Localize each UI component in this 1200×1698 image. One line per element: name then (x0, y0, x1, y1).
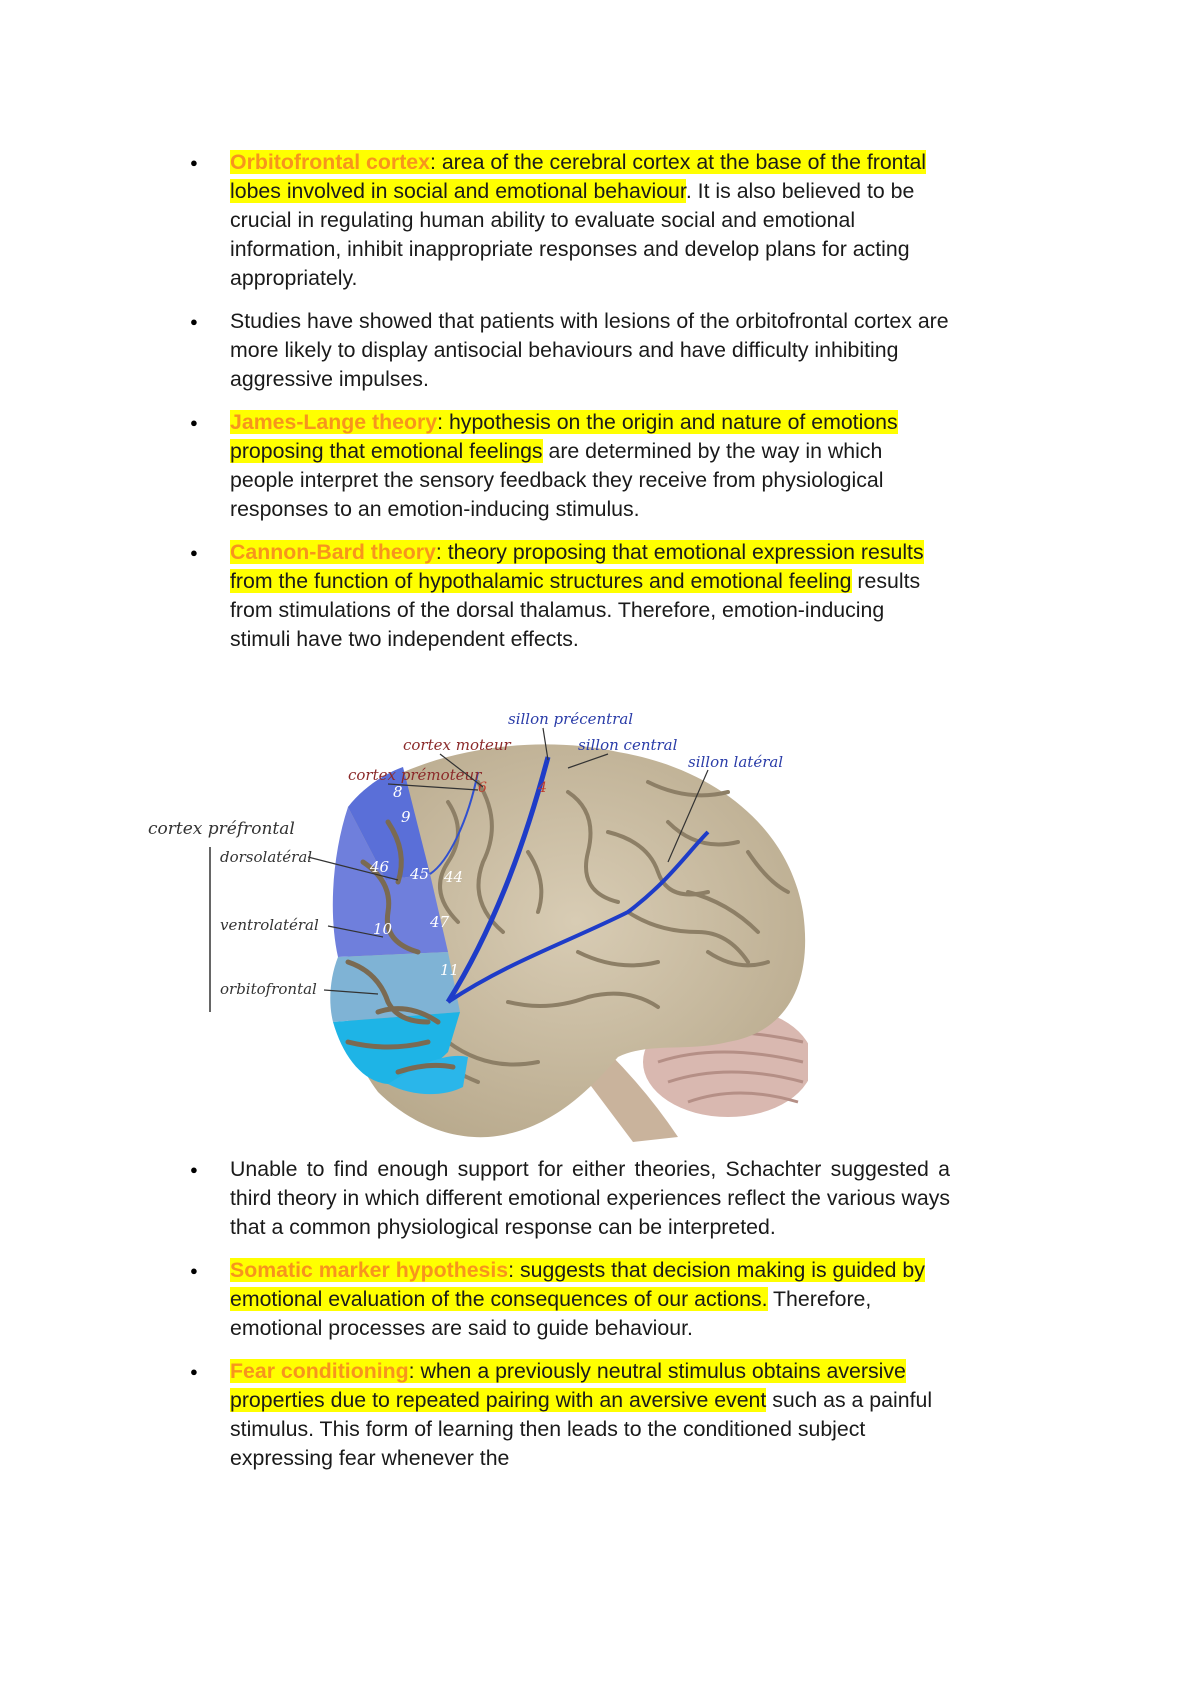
label-cortex-moteur: cortex moteur (403, 736, 512, 754)
figure-labels: sillon précentral cortex moteur sillon c… (148, 712, 783, 998)
list-item-orbitofrontal: Orbitofrontal cortex: area of the cerebr… (190, 148, 950, 293)
area-numbers: 8 9 46 45 44 47 10 11 (369, 783, 463, 979)
area-8-label: 8 (393, 783, 403, 801)
area-46-label: 46 (369, 858, 390, 876)
area-45-label: 45 (409, 865, 429, 883)
list-item-james-lange: James-Lange theory: hypothesis on the or… (190, 408, 950, 524)
label-orbitofrontal: orbitofrontal (220, 980, 317, 998)
precentral-sulcus (429, 771, 479, 875)
cerebrum-shape (346, 744, 806, 1138)
cerebellum-fold (657, 1050, 804, 1064)
notes-list-bottom: Unable to find enough support for either… (190, 1155, 950, 1487)
area-47-label: 47 (429, 913, 450, 931)
definition-rest: results from stimulations of the dorsal … (230, 569, 921, 651)
list-item-cannon-bard: Cannon-Bard theory: theory proposing tha… (190, 538, 950, 654)
area-44-label: 44 (443, 868, 463, 886)
list-item-somatic-marker: Somatic marker hypothesis: suggests that… (190, 1256, 950, 1343)
leader-lines (307, 727, 709, 995)
paragraph-text: Studies have showed that patients with l… (230, 309, 949, 391)
definition-rest: . It is also believed to be crucial in r… (230, 179, 915, 290)
label-cortex-prefrontal: cortex préfrontal (148, 819, 295, 839)
central-sulcus (445, 756, 551, 1004)
label-sillon-precentral: sillon précentral (508, 712, 633, 728)
label-sillon-central: sillon central (578, 736, 678, 754)
definition-rest: such as a painful stimulus. This form of… (230, 1388, 933, 1470)
frontal-gyri (345, 819, 456, 1075)
lateral-sulcus (446, 830, 710, 1004)
term-james-lange-theory: James-Lange theory (230, 410, 438, 434)
paragraph-text: Unable to find enough support for either… (230, 1157, 950, 1239)
area-4-label: 4 (537, 780, 547, 796)
area-9-label: 9 (401, 808, 411, 826)
term-somatic-marker-hypothesis: Somatic marker hypothesis (230, 1258, 509, 1282)
cerebellum-fold (667, 1070, 804, 1084)
brain-diagram-figure: 8 9 46 45 44 47 10 11 6 4 sillon précent… (148, 712, 808, 1142)
area-11-label: 11 (440, 961, 459, 979)
brain-diagram: 8 9 46 45 44 47 10 11 6 4 sillon précent… (148, 712, 808, 1142)
definition-rest: Therefore, emotional processes are said … (230, 1287, 872, 1340)
region-dorsolateral (332, 807, 448, 957)
list-item-fear-conditioning: Fear conditioning: when a previously neu… (190, 1357, 950, 1473)
label-ventrolateral: ventrolatéral (220, 916, 319, 934)
list-item-studies: Studies have showed that patients with l… (190, 307, 950, 394)
motor-area-numbers: 6 4 (478, 780, 547, 796)
label-dorsolateral: dorsolatéral (220, 848, 312, 866)
gyri-lines (406, 780, 790, 1084)
area-10-label: 10 (373, 920, 393, 938)
definition-rest: are determined by the way in which peopl… (230, 439, 884, 521)
term-orbitofrontal-cortex: Orbitofrontal cortex (230, 150, 430, 174)
term-fear-conditioning: Fear conditioning (230, 1359, 409, 1383)
notes-list-top: Orbitofrontal cortex: area of the cerebr… (190, 148, 950, 668)
area-6-label: 6 (478, 780, 487, 796)
label-cortex-premoteur: cortex prémoteur (348, 766, 482, 784)
cerebellum-fold (687, 1091, 799, 1104)
label-sillon-lateral: sillon latéral (688, 753, 783, 771)
term-cannon-bard-theory: Cannon-Bard theory (230, 540, 436, 564)
list-item-schachter: Unable to find enough support for either… (190, 1155, 950, 1242)
